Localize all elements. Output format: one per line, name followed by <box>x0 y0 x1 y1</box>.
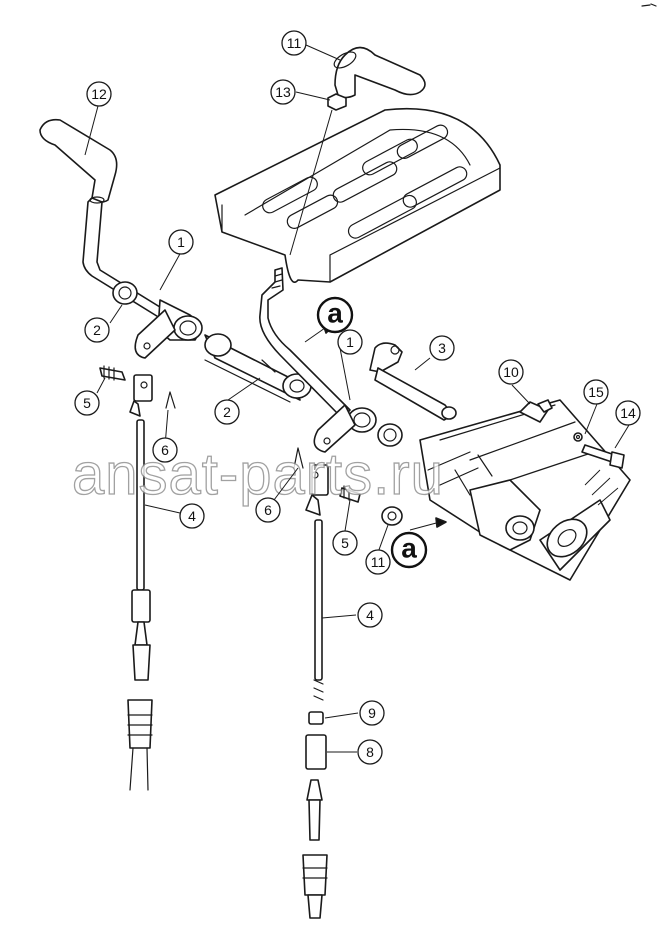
bushing-2-left <box>112 281 138 305</box>
svg-text:12: 12 <box>91 86 107 102</box>
svg-text:9: 9 <box>368 705 376 721</box>
lever-3 <box>369 342 457 421</box>
callout-14: 14 <box>615 400 641 426</box>
left-lever-hub <box>134 299 203 359</box>
center-lever-hub <box>313 404 377 453</box>
callout-1-left: 1 <box>168 229 194 255</box>
view-reference-a-upper: a <box>316 296 354 334</box>
svg-text:4: 4 <box>188 508 196 524</box>
callout-13: 13 <box>270 79 296 105</box>
svg-text:14: 14 <box>620 405 636 421</box>
callout-10: 11 <box>365 549 391 575</box>
bushing-center <box>377 423 403 447</box>
nut-13 <box>327 93 347 111</box>
svg-text:2: 2 <box>223 404 231 420</box>
svg-text:13: 13 <box>275 84 291 100</box>
callout-6-center: 6 <box>255 497 281 523</box>
callout-4-center: 4 <box>357 602 383 628</box>
shift-plate <box>214 107 501 283</box>
svg-text:8: 8 <box>366 744 374 760</box>
bolt-14 <box>581 444 625 469</box>
callout-8: 9 <box>359 700 385 726</box>
callout-2-middle: 2 <box>214 399 240 425</box>
svg-text:2: 2 <box>93 322 101 338</box>
callout-5-center: 5 <box>332 530 358 556</box>
callout-12: 12 <box>86 81 112 107</box>
fitting-9 <box>519 399 553 423</box>
view-reference-a-lower: a <box>390 531 428 569</box>
svg-text:1: 1 <box>346 334 354 350</box>
svg-text:4: 4 <box>366 607 374 623</box>
callout-11: 11 <box>281 30 307 56</box>
svg-text:5: 5 <box>83 395 91 411</box>
callout-2-left: 2 <box>84 317 110 343</box>
callout-5-left: 5 <box>74 390 100 416</box>
nut-10 <box>381 506 403 526</box>
knob-11 <box>333 46 426 99</box>
watermark: ansat-parts.ru <box>72 442 444 507</box>
callout-4-left: 4 <box>179 503 205 529</box>
svg-text:3: 3 <box>438 340 446 356</box>
shift-bracket <box>419 399 631 581</box>
corner-mark <box>641 3 657 7</box>
svg-text:6: 6 <box>264 502 272 518</box>
svg-text:1: 1 <box>177 234 185 250</box>
lever-1-center <box>259 267 351 419</box>
washer-15 <box>573 432 583 442</box>
svg-text:6: 6 <box>161 442 169 458</box>
svg-text:10: 10 <box>503 364 519 380</box>
callout-1-center: 1 <box>337 329 363 355</box>
svg-text:11: 11 <box>371 554 386 570</box>
callout-15: 15 <box>583 379 609 405</box>
callout-7: 8 <box>357 739 383 765</box>
svg-text:5: 5 <box>341 535 349 551</box>
left-linkage <box>99 365 176 791</box>
svg-text:a: a <box>401 533 417 564</box>
lever-12 <box>39 118 169 319</box>
callout-9: 10 <box>498 359 524 385</box>
svg-text:a: a <box>327 298 343 329</box>
svg-text:15: 15 <box>588 384 604 400</box>
center-linkage <box>293 447 361 919</box>
callout-6-left: 6 <box>152 437 178 463</box>
svg-text:11: 11 <box>287 35 302 51</box>
callout-3: 3 <box>429 335 455 361</box>
leader-lines <box>84 44 630 753</box>
